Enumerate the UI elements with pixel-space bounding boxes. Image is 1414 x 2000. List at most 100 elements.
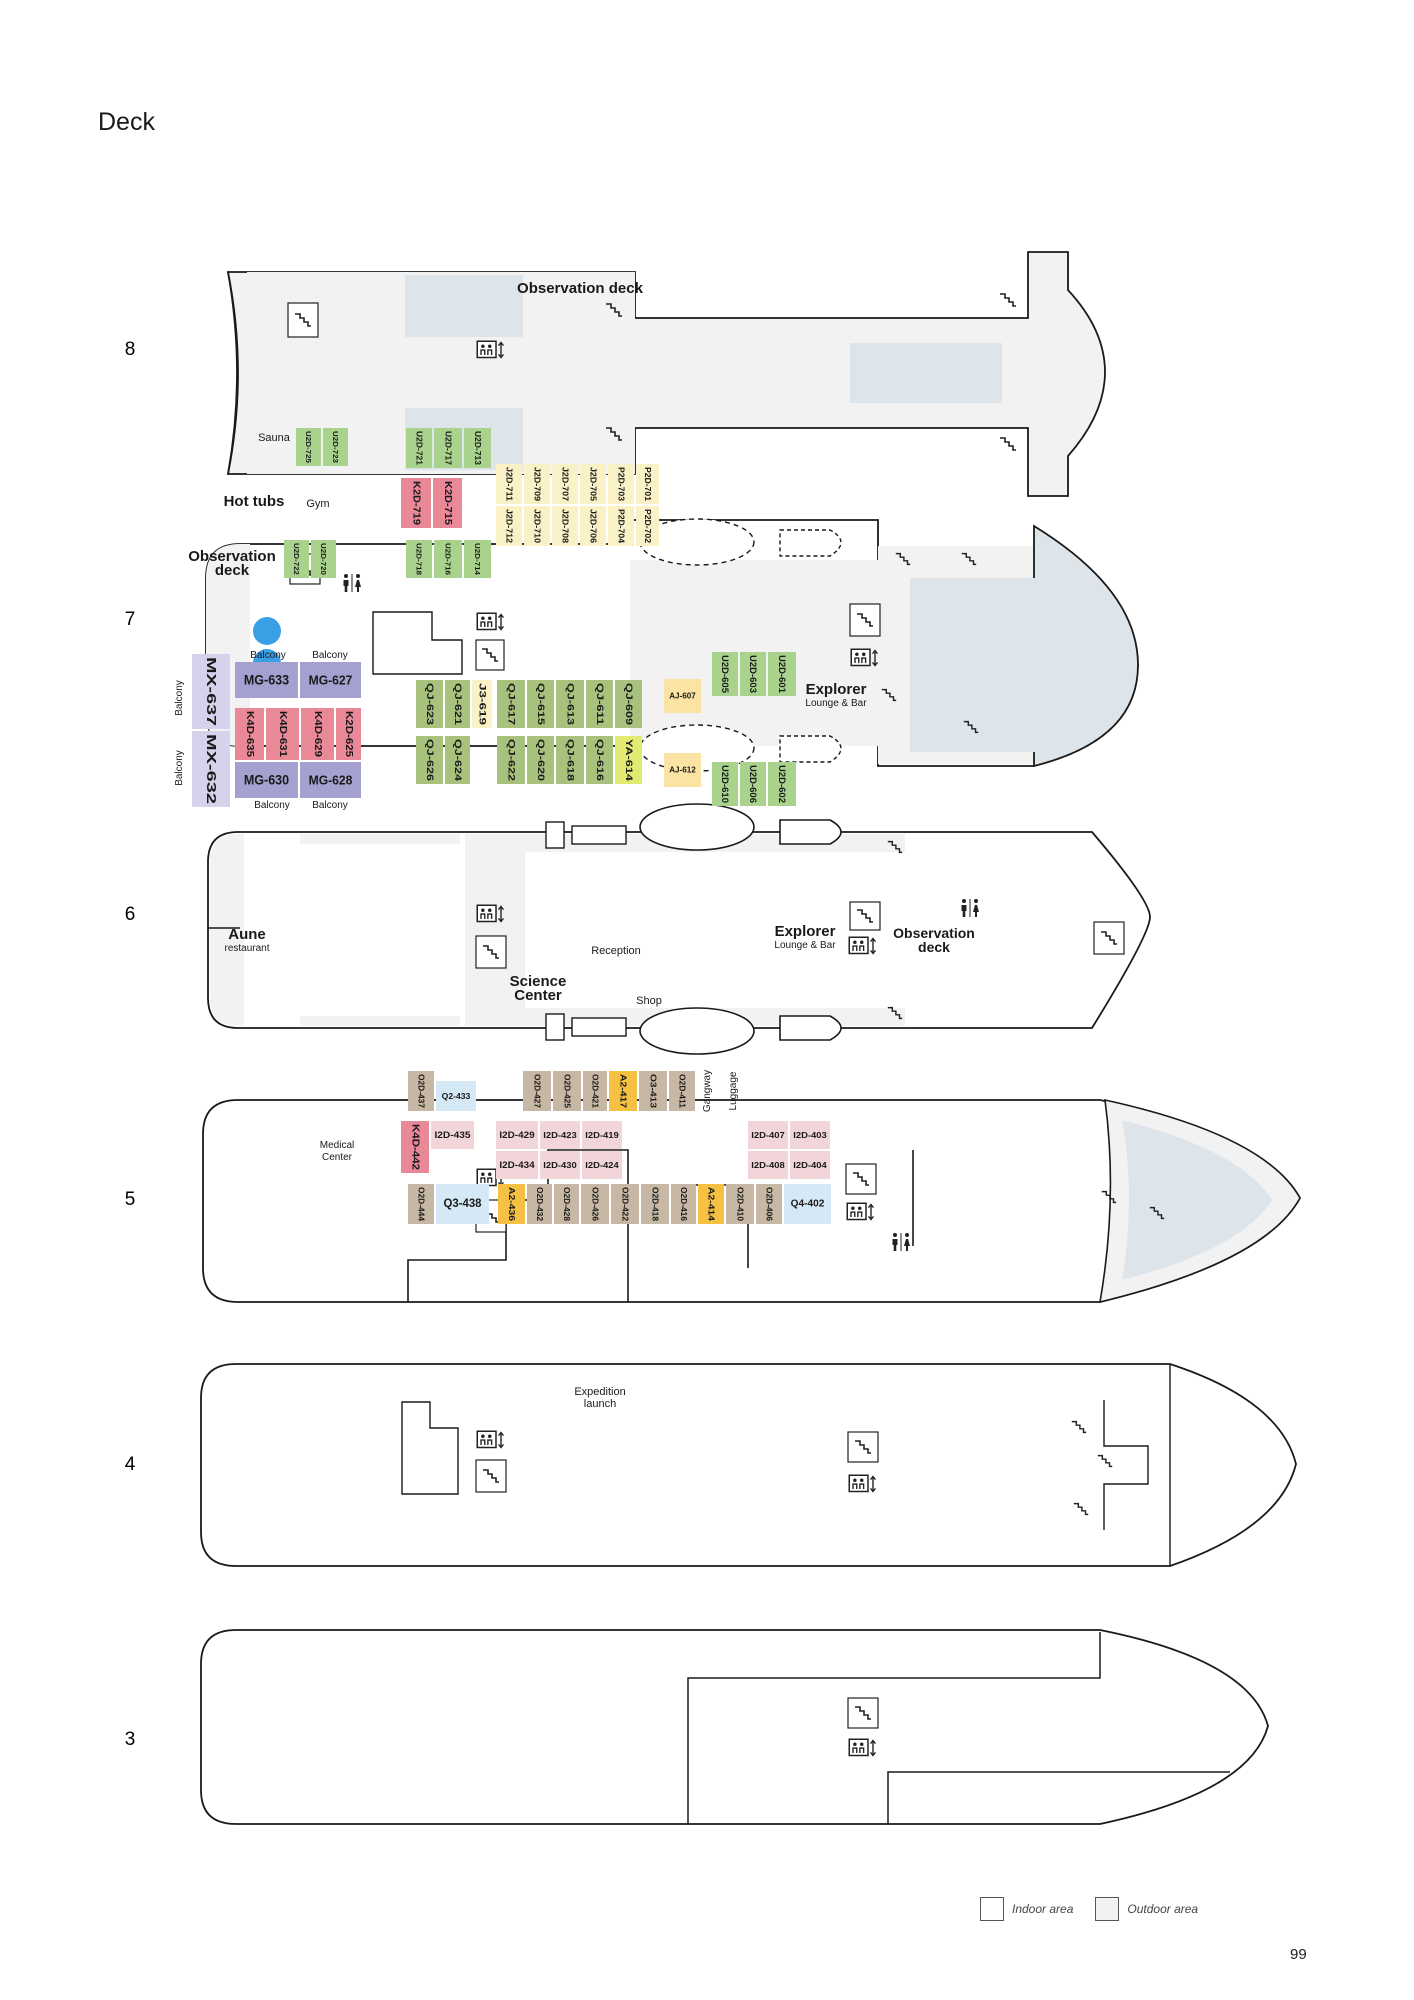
cabin[interactable]: U2D-717 xyxy=(434,428,462,468)
cabin[interactable]: U2D-716 xyxy=(434,540,462,578)
cabin[interactable]: MX-637 xyxy=(192,654,230,729)
cabin[interactable]: QJ-620 xyxy=(527,736,554,784)
cabin[interactable]: J2D-711 xyxy=(496,464,522,504)
cabin-number: K2D-719 xyxy=(411,481,422,525)
cabin-block xyxy=(408,1071,434,1111)
stairs-icon xyxy=(1093,921,1125,955)
cabin[interactable]: QJ-623 xyxy=(416,680,443,728)
cabin[interactable]: U2D-601 xyxy=(768,652,796,696)
cabin[interactable]: J2D-712 xyxy=(496,506,522,546)
cabin[interactable]: K4D-442 xyxy=(401,1121,429,1173)
cabin[interactable]: QJ-624 xyxy=(445,736,470,784)
cabin[interactable]: QJ-613 xyxy=(556,680,584,728)
cabin[interactable]: U2D-725 xyxy=(296,428,321,466)
cabin[interactable]: QJ-616 xyxy=(586,736,613,784)
cabin[interactable]: O2D-421 xyxy=(583,1071,607,1111)
cabin[interactable]: QJ-609 xyxy=(615,680,642,728)
cabin[interactable]: I2D-407 xyxy=(748,1121,788,1149)
cabin[interactable]: O2D-437 xyxy=(408,1071,434,1111)
cabin[interactable]: O2D-416 xyxy=(671,1184,696,1224)
cabin[interactable]: U2D-713 xyxy=(464,428,491,468)
cabin[interactable]: O3-413 xyxy=(639,1071,667,1111)
cabin[interactable]: O2D-406 xyxy=(756,1184,782,1224)
cabin[interactable]: QJ-611 xyxy=(586,680,613,728)
outdoor-label: Outdoor area xyxy=(1127,1902,1199,1916)
cabin[interactable]: AJ-612 xyxy=(664,753,701,787)
cabin[interactable]: P2D-701 xyxy=(636,464,659,504)
cabin[interactable]: P2D-703 xyxy=(608,464,634,504)
cabin[interactable]: QJ-622 xyxy=(497,736,525,784)
cabin[interactable]: J2D-706 xyxy=(580,506,606,546)
cabin[interactable]: K4D-629 xyxy=(301,708,334,760)
cabin[interactable]: O2D-411 xyxy=(669,1071,695,1111)
cabin[interactable]: J2D-710 xyxy=(524,506,550,546)
cabin[interactable]: O2D-427 xyxy=(523,1071,551,1111)
cabin[interactable]: I2D-404 xyxy=(790,1151,830,1179)
cabin[interactable]: I2D-408 xyxy=(748,1151,788,1179)
cabin[interactable]: QJ-615 xyxy=(527,680,554,728)
cabin[interactable]: U2D-720 xyxy=(311,540,336,578)
cabin[interactable]: A2-417 xyxy=(609,1071,637,1111)
cabin[interactable]: QJ-617 xyxy=(497,680,525,728)
cabin[interactable]: K2D-715 xyxy=(433,478,462,528)
cabin[interactable]: O2D-426 xyxy=(581,1184,609,1224)
cabin[interactable]: U2D-721 xyxy=(406,428,432,468)
cabin-block xyxy=(784,1184,831,1224)
cabin[interactable]: Q4-402 xyxy=(784,1184,831,1224)
cabin[interactable]: U2D-714 xyxy=(464,540,491,578)
cabin[interactable]: U2D-606 xyxy=(740,762,766,806)
cabin[interactable]: U2D-602 xyxy=(768,762,796,806)
cabin[interactable]: U2D-605 xyxy=(712,652,738,696)
cabin[interactable]: I2D-434 xyxy=(496,1151,538,1179)
cabin[interactable]: J2D-707 xyxy=(552,464,578,504)
cabin[interactable]: I2D-419 xyxy=(582,1121,622,1149)
cabin[interactable]: O2D-410 xyxy=(726,1184,754,1224)
cabin[interactable]: QJ-618 xyxy=(556,736,584,784)
cabin[interactable]: O2D-418 xyxy=(641,1184,669,1224)
cabin[interactable]: U2D-603 xyxy=(740,652,766,696)
cabin[interactable]: I2D-403 xyxy=(790,1121,830,1149)
cabin[interactable]: MG-627 xyxy=(300,662,361,698)
cabin[interactable]: J2D-709 xyxy=(524,464,550,504)
cabin[interactable]: K4D-631 xyxy=(266,708,299,760)
cabin[interactable]: A2-414 xyxy=(698,1184,724,1224)
cabin[interactable]: QJ-621 xyxy=(445,680,470,728)
restroom-icon xyxy=(342,573,362,593)
cabin-block xyxy=(768,652,796,696)
cabin[interactable]: Q2-433 xyxy=(436,1081,476,1111)
cabin[interactable]: MX-632 xyxy=(192,731,230,807)
cabin[interactable]: I2D-435 xyxy=(431,1121,474,1149)
cabin[interactable]: QJ-626 xyxy=(416,736,443,784)
cabin[interactable]: U2D-610 xyxy=(712,762,738,806)
cabin[interactable]: I2D-424 xyxy=(582,1151,622,1179)
cabin[interactable]: P2D-704 xyxy=(608,506,634,546)
cabin[interactable]: MG-628 xyxy=(300,762,361,798)
cabin[interactable]: O2D-422 xyxy=(611,1184,639,1224)
cabin[interactable]: U2D-722 xyxy=(284,540,309,578)
cabin[interactable]: O2D-444 xyxy=(408,1184,434,1224)
cabin[interactable]: YA-614 xyxy=(615,736,642,784)
cabin-number: I2D-419 xyxy=(585,1130,619,1140)
cabin[interactable]: MG-633 xyxy=(235,662,298,698)
cabin[interactable]: J2D-708 xyxy=(552,506,578,546)
cabin-number: O2D-427 xyxy=(533,1074,542,1109)
cabin[interactable]: U2D-718 xyxy=(406,540,432,578)
cabin[interactable]: A2-436 xyxy=(498,1184,525,1224)
cabin[interactable]: I2D-423 xyxy=(540,1121,580,1149)
cabin-block xyxy=(552,464,578,504)
cabin[interactable]: Q3-438 xyxy=(436,1184,489,1224)
cabin[interactable]: O2D-432 xyxy=(527,1184,552,1224)
cabin[interactable]: J3-619 xyxy=(472,680,492,728)
cabin[interactable]: O2D-428 xyxy=(554,1184,579,1224)
cabin[interactable]: AJ-607 xyxy=(664,679,701,713)
cabin[interactable]: J2D-705 xyxy=(580,464,606,504)
cabin[interactable]: O2D-425 xyxy=(553,1071,581,1111)
cabin[interactable]: K4D-635 xyxy=(235,708,264,760)
cabin[interactable]: U2D-723 xyxy=(323,428,348,466)
cabin[interactable]: MG-630 xyxy=(235,762,298,798)
cabin[interactable]: K2D-719 xyxy=(401,478,431,528)
cabin[interactable]: I2D-429 xyxy=(496,1121,538,1149)
cabin[interactable]: P2D-702 xyxy=(636,506,659,546)
cabin[interactable]: I2D-430 xyxy=(540,1151,580,1179)
cabin[interactable]: K2D-625 xyxy=(336,708,361,760)
